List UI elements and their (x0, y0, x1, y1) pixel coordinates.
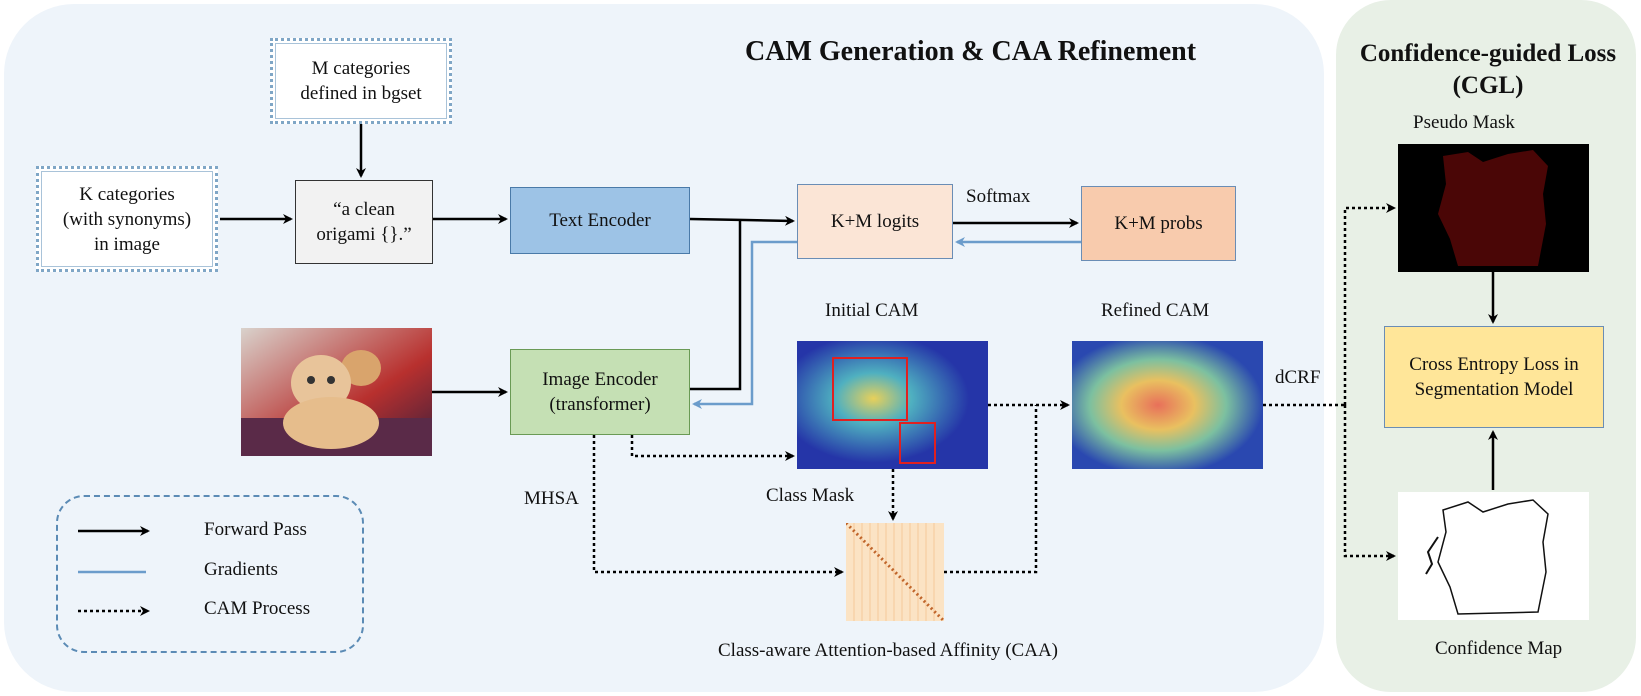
cross-entropy-line2: Segmentation Model (1414, 379, 1574, 400)
pseudo-mask-image (1398, 144, 1589, 272)
legend: Forward Pass Gradients CAM Process (56, 495, 364, 653)
dotted-branch-to-conf (1343, 405, 1396, 561)
image-encoder-line1: Image Encoder (542, 369, 658, 390)
m-categories-box: M categories defined in bgset (270, 38, 452, 124)
logits-box: K+M logits (797, 184, 953, 259)
text-encoder-label: Text Encoder (549, 210, 651, 231)
caa-affinity-image (846, 523, 944, 621)
prompt-line2: origami {}.” (316, 224, 412, 245)
refined-cam-image (1072, 341, 1263, 469)
legend-cam-label: CAM Process (204, 598, 311, 619)
dotted-branch-to-mask (1343, 203, 1396, 405)
image-encoder-line2: (transformer) (549, 394, 651, 415)
k-categories-line1: K categories (79, 183, 175, 205)
dcrf-label: dCRF (1275, 367, 1321, 388)
softmax-label: Softmax (966, 186, 1031, 207)
kitten-input-image (241, 328, 432, 456)
k-categories-line2: (with synonyms) (62, 208, 192, 230)
prompt-line1: “a clean (333, 199, 395, 220)
dotted-encoder-to-cam (630, 435, 795, 461)
initial-cam-image (797, 341, 988, 469)
text-encoder-box: Text Encoder (510, 187, 690, 254)
dotted-mhsa-to-caa (592, 435, 844, 577)
cgl-title-line2: (CGL) (1452, 72, 1524, 99)
caa-label: Class-aware Attention-based Affinity (CA… (718, 640, 1058, 661)
legend-forward-label: Forward Pass (204, 519, 307, 540)
gradient-logits-to-image (692, 240, 797, 409)
initial-cam-label: Initial CAM (825, 300, 919, 321)
probs-box: K+M probs (1081, 186, 1236, 261)
class-mask-label: Class Mask (766, 485, 855, 506)
refined-cam-label: Refined CAM (1101, 300, 1210, 321)
cross-entropy-box: Cross Entropy Loss in Segmentation Model (1384, 326, 1604, 428)
arrow-image-to-logits (690, 220, 742, 391)
cgl-title: Confidence-guided Loss (CGL) (1340, 38, 1636, 102)
k-categories-box: K categories (with synonyms) in image (36, 166, 218, 272)
m-categories-line2: defined in bgset (300, 83, 422, 104)
cross-entropy-line1: Cross Entropy Loss in (1409, 354, 1579, 375)
k-categories-line3: in image (94, 233, 160, 255)
arrow-text-to-logits (689, 215, 795, 226)
image-encoder-box: Image Encoder (transformer) (510, 349, 690, 435)
dotted-caa-up (944, 405, 1038, 574)
confidence-map-label: Confidence Map (1435, 638, 1563, 659)
prompt-template-box: “a clean origami {}.” (295, 180, 433, 264)
main-title: CAM Generation & CAA Refinement (745, 36, 1197, 67)
cgl-title-line1: Confidence-guided Loss (1359, 40, 1617, 67)
pseudo-mask-label: Pseudo Mask (1413, 112, 1515, 133)
logits-label: K+M logits (830, 211, 920, 232)
legend-gradients-label: Gradients (204, 559, 278, 580)
probs-label: K+M probs (1114, 213, 1203, 234)
m-categories-line1: M categories (311, 58, 411, 79)
confidence-map-image (1398, 492, 1589, 620)
mhsa-label: MHSA (524, 488, 579, 509)
